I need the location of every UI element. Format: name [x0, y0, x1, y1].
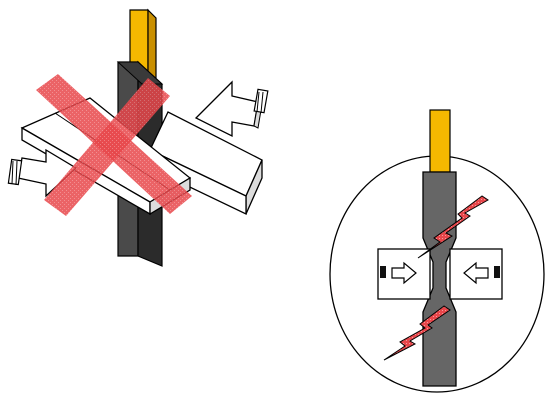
conductor-strip-right — [429, 109, 451, 173]
left-figure — [7, 8, 269, 267]
right-figure — [329, 109, 545, 393]
right-jaw — [449, 248, 503, 300]
lightning-bolt-icon-upper — [417, 195, 489, 259]
red-cross-icon — [36, 74, 192, 216]
arrow-lower-left — [7, 148, 78, 198]
arrow-upper-right — [194, 80, 269, 138]
lightning-bolt-icon-lower — [383, 305, 451, 361]
left-jaw — [377, 248, 431, 300]
necked-bar — [422, 171, 457, 387]
arrow-left-icon — [463, 261, 489, 285]
arrow-right-icon — [391, 261, 417, 285]
